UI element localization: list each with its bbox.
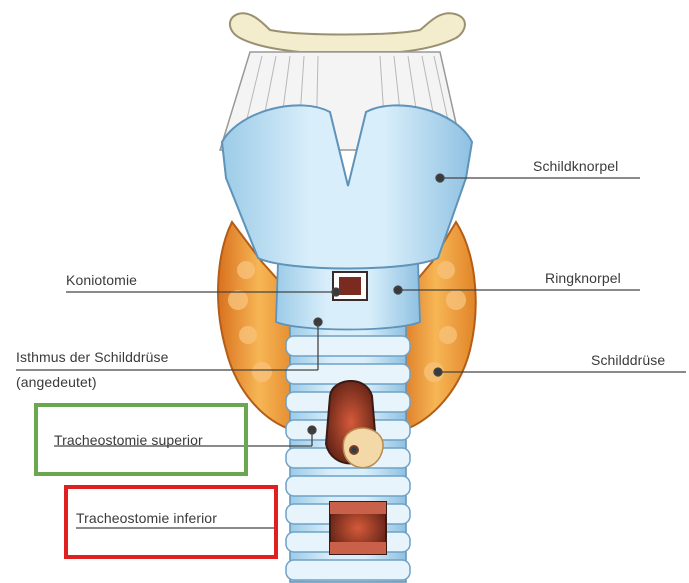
highlight-box-superior [34, 403, 248, 476]
label-schilddruese: Schilddrüse [591, 352, 665, 368]
label-schildknorpel: Schildknorpel [533, 158, 618, 174]
hyoid-bone [230, 13, 465, 52]
label-isthmus-line2: (angedeutet) [16, 374, 97, 390]
highlight-box-inferior [64, 485, 278, 559]
label-isthmus-line1: Isthmus der Schilddrüse [16, 349, 168, 365]
label-ringknorpel: Ringknorpel [545, 270, 621, 286]
tracheostomy-inferior-opening [330, 502, 386, 554]
label-koniotomie: Koniotomie [66, 272, 137, 288]
